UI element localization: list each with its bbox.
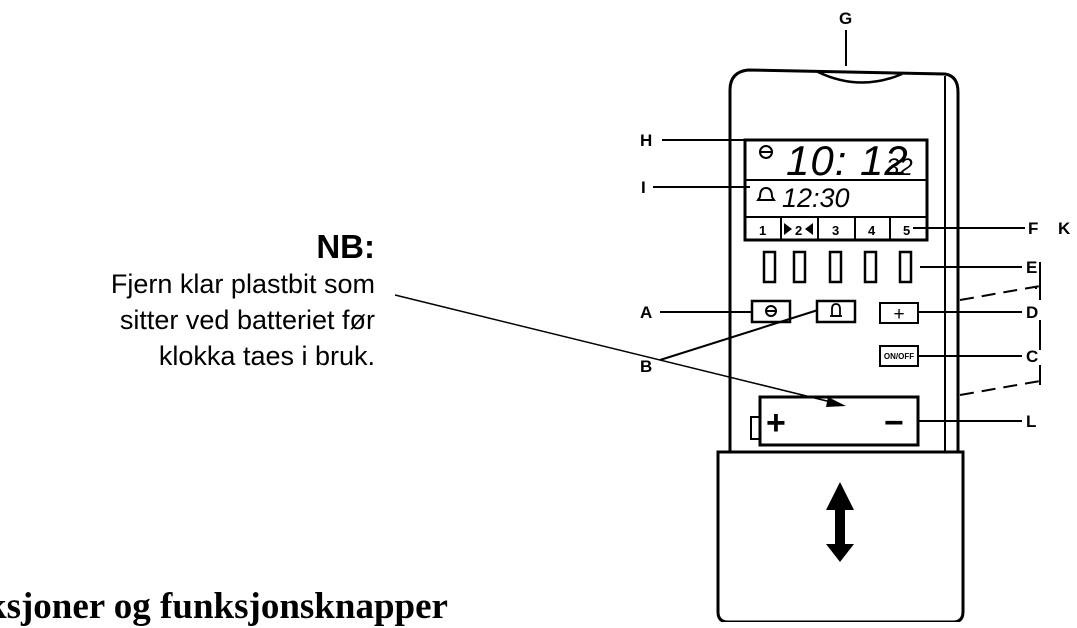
slot-2: 2 [795,223,802,238]
battery-minus: − [884,404,904,442]
clock-button[interactable] [750,299,792,324]
label-d: D [1026,303,1038,322]
label-g: G [839,9,852,28]
label-l: L [1026,412,1036,431]
lcd-time-seconds: 32 [886,154,913,181]
label-a: A [640,303,652,322]
k-dashed-lines [959,285,1041,396]
leader-lines [653,30,1041,422]
label-i: I [641,178,646,197]
slot-indicators [780,217,891,240]
slot-4: 4 [868,223,876,238]
lcd-panel [743,138,929,242]
label-b: B [640,357,652,376]
note-line-1: Fjern klar plastbit som [110,269,375,299]
slot-1: 1 [759,223,766,238]
note-line-3: klokka taes i bruk. [158,341,375,371]
section-heading: ksjoner og funksjonsknapper [0,586,448,627]
label-e: E [1026,258,1037,277]
slot-5: 5 [903,223,910,238]
clock-icon [759,145,773,159]
slot-3: 3 [832,223,839,238]
label-c: C [1026,347,1038,366]
note-title: NB: [316,228,375,265]
label-h: H [640,131,652,150]
alarm-button[interactable] [815,299,857,324]
label-k: K [1058,219,1071,238]
onoff-button-label: ON/OFF [884,352,914,361]
note-pointer-arrowhead [826,397,846,407]
battery-plus: + [766,404,786,442]
note-pointer-line [394,294,836,404]
bell-icon [756,186,776,201]
lcd-alarm-time: 12:30 [782,183,850,213]
plus-button-label: + [893,304,904,325]
plus-button[interactable]: + [879,302,919,325]
double-arrow-icon [826,482,854,562]
lcd-time-main: 10: 12 [786,137,909,184]
onoff-button[interactable]: ON/OFF [879,345,919,367]
label-f: F [1028,219,1038,238]
slider-switches[interactable] [762,250,913,284]
note-line-2: sitter ved batteriet før [119,305,375,335]
